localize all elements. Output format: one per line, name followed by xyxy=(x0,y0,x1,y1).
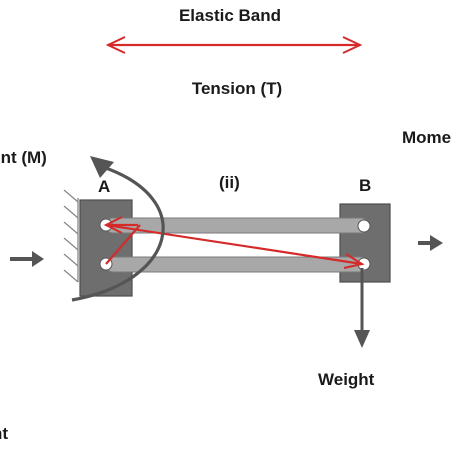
elastic-band-legend xyxy=(105,36,363,54)
input-arrow-left xyxy=(10,251,44,267)
diagram-title: Elastic Band xyxy=(178,6,282,25)
point-b-label: B xyxy=(359,176,372,195)
weight-label: Weight xyxy=(318,370,375,389)
wall-hatching xyxy=(63,189,79,283)
band-arrowhead-b xyxy=(343,253,365,269)
legend-right-arrowhead xyxy=(342,36,363,54)
weight-arrow xyxy=(354,268,370,348)
moment-label-right: Mome xyxy=(402,128,452,147)
tension-label: Tension (T) xyxy=(191,79,283,98)
moment-arc-arrow xyxy=(71,156,165,302)
band-arrowhead-a xyxy=(103,216,123,234)
output-arrow-right xyxy=(418,235,443,251)
elastic-band xyxy=(103,216,365,269)
block-a xyxy=(79,199,133,297)
legend-left-arrowhead xyxy=(105,36,126,54)
case-label: (ii) xyxy=(219,173,240,192)
bottom-left-label: nt xyxy=(0,424,9,443)
point-a-label: A xyxy=(98,177,111,196)
pin-b-upper xyxy=(357,219,371,233)
moment-label-left: ment (M) xyxy=(0,148,47,167)
